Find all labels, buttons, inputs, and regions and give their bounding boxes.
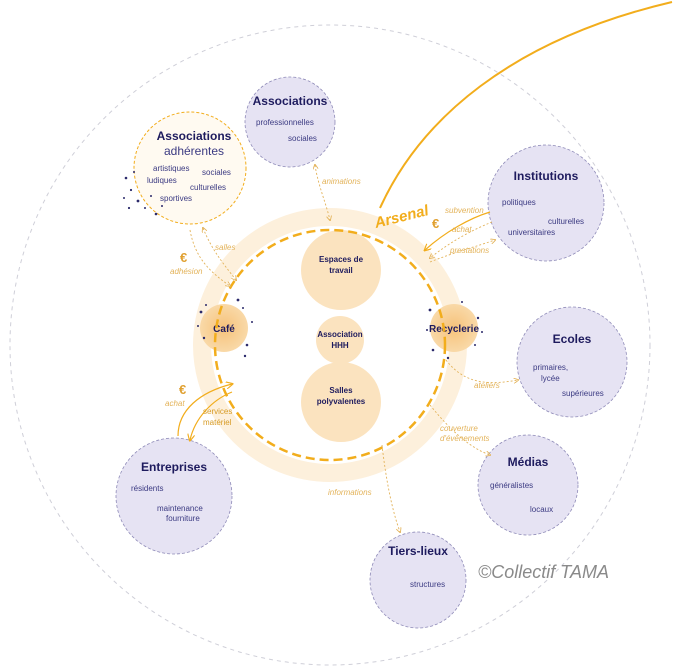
entreprises-item: fourniture: [166, 514, 200, 523]
flow-label-informations: informations: [328, 488, 372, 497]
arrow-subvention: [425, 211, 491, 250]
associations-item: sociales: [288, 134, 317, 143]
flow-label-services: services: [203, 407, 232, 416]
arrow-animations: [315, 165, 330, 220]
space-work-line2: travail: [329, 266, 353, 275]
cafe-label: Café: [213, 324, 235, 335]
arsenal-ring: [213, 228, 447, 462]
recyclerie-label: Recyclerie: [429, 324, 479, 335]
medias-item: locaux: [530, 505, 553, 514]
space-rooms-line1: Salles: [329, 386, 353, 395]
adherentes-subtitle: adhérentes: [164, 144, 224, 158]
adherentes-item: artistiques: [153, 164, 189, 173]
institutions-circle: [487, 144, 605, 262]
ecoles-item: lycée: [541, 374, 560, 383]
associations-circle: [244, 76, 336, 168]
medias-item: généralistes: [490, 481, 533, 490]
entreprises-item: résidents: [131, 484, 163, 493]
adherentes-item: ludiques: [147, 176, 177, 185]
flow-label-evenements: d'évènements: [440, 434, 490, 443]
credit-text: ©Collectif TAMA: [478, 562, 609, 582]
space-association-line2: HHH: [331, 341, 349, 350]
flow-label-ateliers: ateliers: [474, 381, 500, 390]
associations-title: Associations: [253, 94, 328, 108]
flow-label-achat-institutions: achat: [452, 225, 472, 234]
medias-circle: [477, 434, 579, 536]
adherentes-item: culturelles: [190, 183, 226, 192]
euro-adhesion: €: [180, 250, 187, 265]
institutions-title: Institutions: [514, 169, 579, 183]
ecoles-item: supérieures: [562, 389, 604, 398]
arrow-services: [190, 391, 233, 440]
flow-label-adhesion: adhésion: [170, 267, 203, 276]
outer-boundary: [9, 24, 651, 666]
flow-label-animations: animations: [322, 177, 361, 186]
medias-title: Médias: [508, 455, 549, 469]
ecoles-title: Ecoles: [553, 332, 592, 346]
space-association-line1: Association: [317, 330, 362, 339]
recyclerie-particles: [426, 301, 483, 360]
cafe-particles: [197, 298, 253, 358]
institutions-item: politiques: [502, 198, 536, 207]
flow-label-salles: salles: [215, 243, 235, 252]
tierslieux-circle: [369, 531, 467, 629]
adherentes-item: sportives: [160, 194, 192, 203]
space-circle-rooms: [301, 362, 381, 442]
adherentes-circle: [133, 111, 247, 225]
arrow-informations: [381, 444, 400, 532]
arrow-ateliers: [445, 359, 518, 383]
institutions-item: culturelles: [548, 217, 584, 226]
flow-label-prestations: prestations: [449, 246, 489, 255]
flow-label-couverture: couverture: [440, 424, 478, 433]
entreprises-item: maintenance: [157, 504, 203, 513]
space-circle-association: [316, 316, 364, 364]
ecoles-item: primaires,: [533, 363, 568, 372]
flow-label-subvention: subvention: [445, 206, 484, 215]
arrow-couverture: [429, 404, 490, 455]
space-circle-work: [301, 230, 381, 310]
associations-item: professionnelles: [256, 118, 314, 127]
euro-achat: €: [179, 382, 186, 397]
entreprises-title: Entreprises: [141, 460, 207, 474]
tierslieux-item: structures: [410, 580, 445, 589]
arrow-achat-inst: [430, 221, 493, 258]
adherentes-particles: [123, 171, 163, 216]
tierslieux-title: Tiers-lieux: [388, 544, 448, 558]
euro-subvention: €: [432, 216, 439, 231]
arrow-salles: [203, 228, 236, 280]
entreprises-circle: [115, 437, 233, 555]
ecoles-circle: [516, 306, 628, 418]
adherentes-title: Associations: [157, 129, 232, 143]
space-rooms-line2: polyvalentes: [317, 397, 366, 406]
arrow-adhesion: [189, 229, 230, 286]
cafe-circle: [200, 304, 248, 352]
flow-label-achat-entreprises: achat: [165, 399, 185, 408]
flow-label-materiel: matériel: [203, 418, 232, 427]
adherentes-item: sociales: [202, 168, 231, 177]
institutions-item: universitaires: [508, 228, 555, 237]
external-link-line: [379, 1, 673, 209]
space-work-line1: Espaces de: [319, 255, 364, 264]
arrow-achat-entreprises: [177, 384, 232, 437]
arrow-prestations: [429, 240, 495, 263]
